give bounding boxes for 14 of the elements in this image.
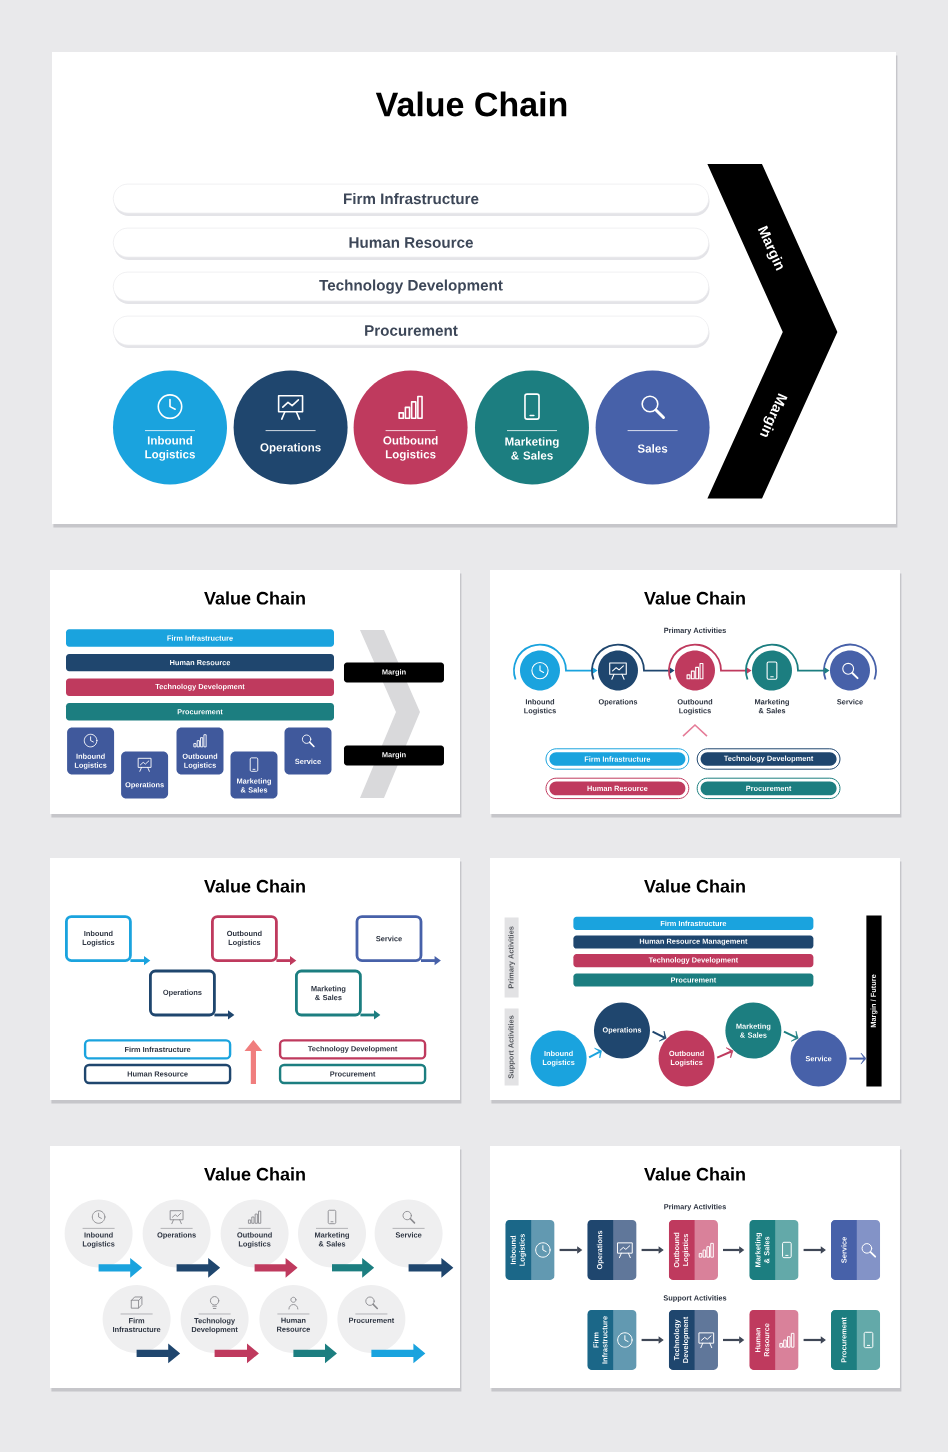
activity-circle	[520, 650, 560, 691]
chevron-arrow	[848, 1052, 867, 1065]
chevron-arrow	[588, 1048, 602, 1059]
chevron-arrow	[716, 1047, 734, 1059]
arrow	[641, 1246, 664, 1254]
activity-circle	[752, 650, 792, 691]
activity-circle	[598, 650, 638, 691]
arrow	[803, 1336, 826, 1344]
chevron-arrow	[782, 1030, 799, 1042]
chevron-arrow	[651, 1030, 667, 1042]
activity-circle	[830, 650, 870, 691]
activity-circle	[675, 650, 715, 691]
arrow	[641, 1336, 664, 1344]
arrow	[803, 1246, 826, 1254]
